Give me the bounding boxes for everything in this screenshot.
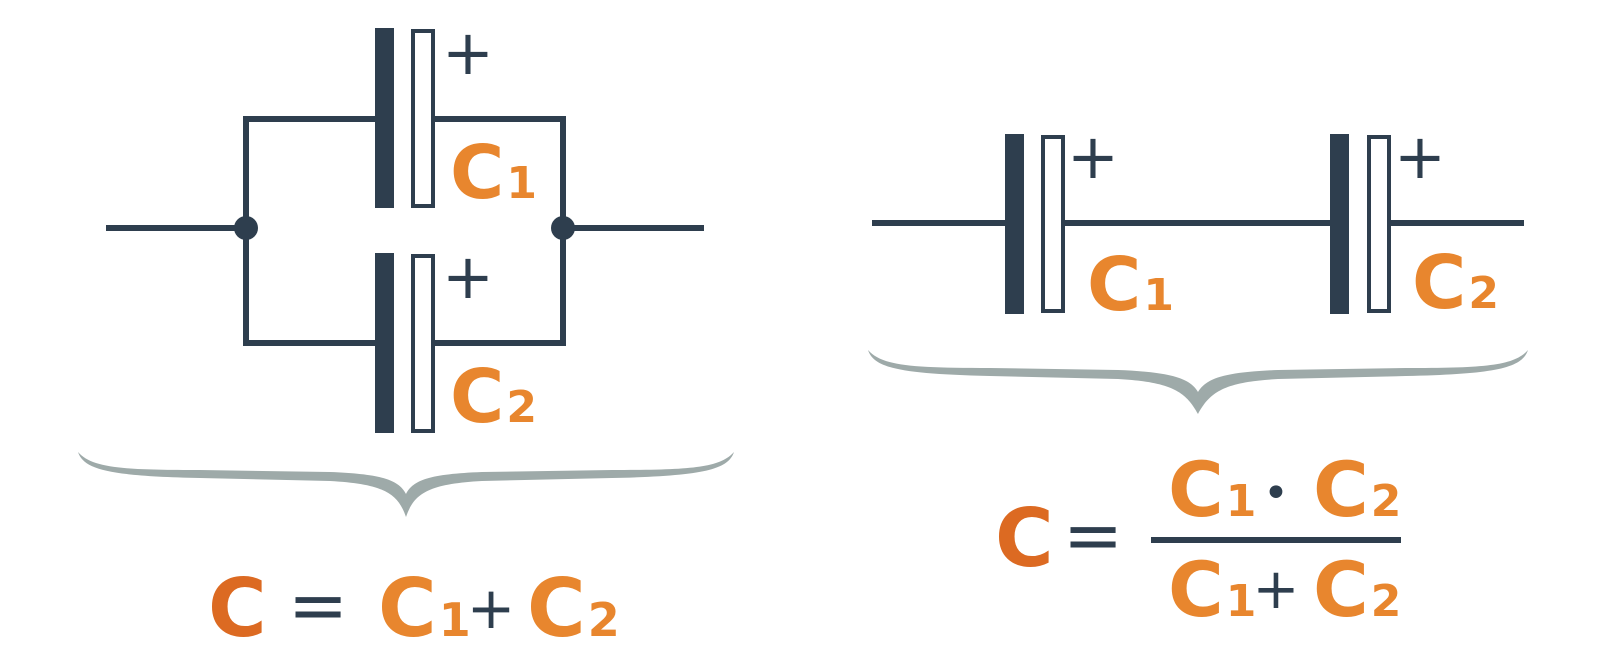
formula-equals-sign: = (288, 563, 348, 647)
label-letter: C (1087, 242, 1141, 328)
label-subscript: 2 (588, 593, 620, 647)
series-capacitor-c1: + C1 (1005, 120, 1174, 328)
polarity-plus-sign: + (442, 240, 494, 313)
formula-term-c2: C2 (527, 562, 620, 655)
label-letter: C (527, 562, 586, 655)
label-subscript: 1 (1226, 476, 1257, 527)
parallel-circuit: + C1 + C2 C = C1 + C2 (78, 16, 734, 655)
capacitor-plate-negative (375, 28, 394, 208)
parallel-bottom-left-wire (243, 228, 375, 346)
formula-plus-sign: + (1253, 557, 1300, 622)
series-circuit: + C1 + C2 C = C1 • C2 (868, 120, 1528, 634)
formula-numerator-c1: C1 (1168, 445, 1256, 534)
label-subscript: 1 (1143, 270, 1174, 321)
label-letter: C (1168, 545, 1224, 634)
capacitor-plate-negative (375, 253, 394, 433)
label-subscript: 2 (1371, 476, 1402, 527)
label-subscript: 2 (506, 382, 537, 433)
formula-denominator-c2: C2 (1313, 545, 1401, 634)
polarity-plus-sign: + (1067, 120, 1119, 193)
formula-numerator-c2: C2 (1313, 445, 1401, 534)
capacitor-plate-negative (1330, 134, 1349, 314)
label-subscript: 2 (1371, 576, 1402, 627)
label-letter: C (378, 562, 437, 655)
parallel-junction-left (234, 216, 258, 240)
label-letter: C (1168, 445, 1224, 534)
label-letter: C (1313, 545, 1369, 634)
label-letter: C (1313, 445, 1369, 534)
capacitor-plate-positive (1041, 135, 1065, 313)
polarity-plus-sign: + (442, 16, 494, 89)
formula-fraction-bar (1151, 537, 1401, 543)
polarity-plus-sign: + (1394, 120, 1446, 193)
parallel-brace (78, 452, 734, 517)
parallel-top-right-wire (433, 116, 566, 228)
label-subscript: 1 (439, 593, 471, 647)
capacitor-label-c2: C2 (450, 354, 537, 440)
formula-denominator-c1: C1 (1168, 545, 1256, 634)
series-capacitor-c2: + C2 (1330, 120, 1499, 326)
capacitor-label-c1: C1 (1087, 242, 1174, 328)
formula-equals-sign: = (1063, 493, 1123, 577)
formula-multiply-dot: • (1263, 468, 1289, 519)
parallel-bottom-right-wire (433, 228, 566, 346)
label-subscript: 1 (506, 158, 537, 209)
capacitor-plate-negative (1005, 134, 1024, 314)
series-formula: C = C1 • C2 C1 + C2 (995, 445, 1401, 634)
label-letter: C (450, 354, 504, 440)
capacitor-plate-positive (1367, 135, 1391, 313)
parallel-junction-right (551, 216, 575, 240)
parallel-formula: C = C1 + C2 (208, 562, 620, 655)
parallel-capacitor-c2: + C2 (375, 240, 537, 440)
label-subscript: 2 (1468, 268, 1499, 319)
series-brace (868, 350, 1528, 414)
capacitor-label-c2: C2 (1412, 240, 1499, 326)
capacitor-label-c1: C1 (450, 130, 537, 216)
parallel-capacitor-c1: + C1 (375, 16, 537, 216)
label-letter: C (450, 130, 504, 216)
parallel-top-left-wire (243, 116, 375, 228)
formula-total-capacitance: C (995, 492, 1054, 585)
formula-plus-sign: + (467, 574, 516, 642)
formula-total-capacitance: C (208, 562, 267, 655)
formula-term-c1: C1 (378, 562, 471, 655)
label-subscript: 1 (1226, 576, 1257, 627)
capacitor-plate-positive (411, 29, 435, 208)
label-letter: C (1412, 240, 1466, 326)
capacitor-plate-positive (411, 254, 435, 433)
